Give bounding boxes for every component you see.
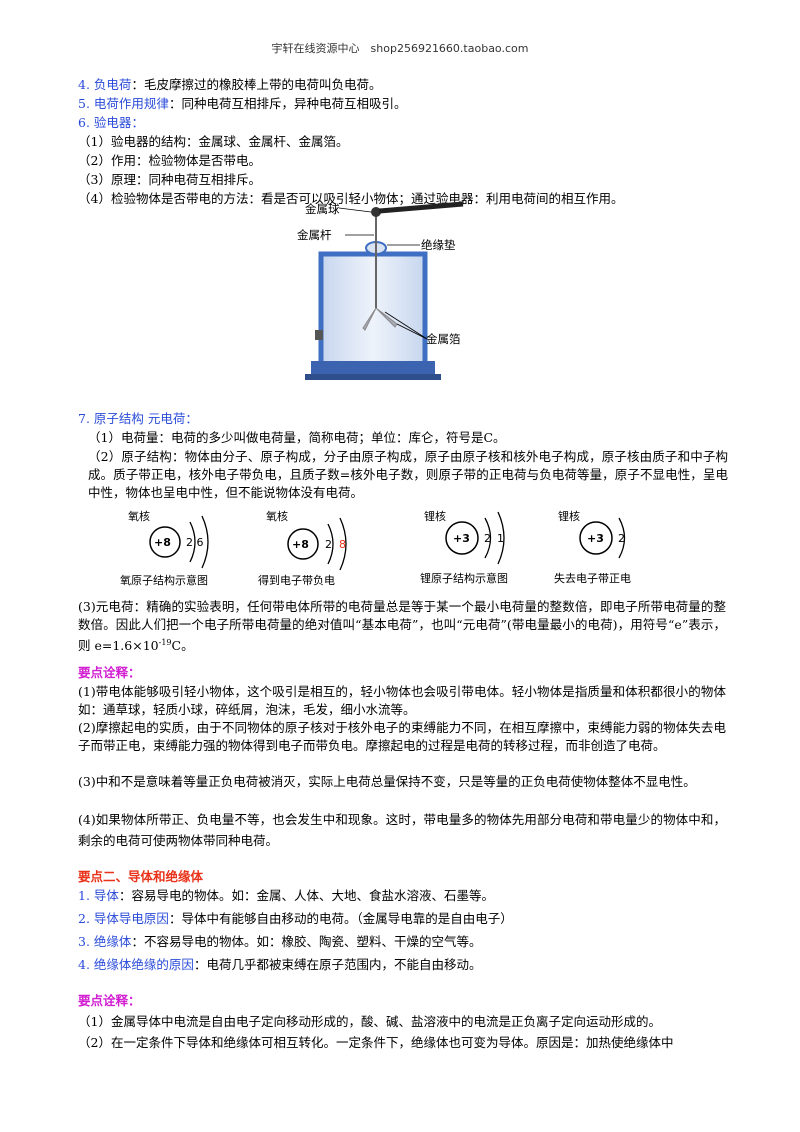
item-electroscope: 6. 验电器：	[78, 114, 144, 132]
item-term: 电荷作用规律	[93, 96, 169, 111]
nucleus-label: 锂核	[558, 509, 580, 523]
electroscope-use: （2）作用：检验物体是否带电。	[78, 153, 261, 168]
atom-structure-paragraph: （2）原子结构：物体由分子、原子构成，分子由原子构成，原子由原子核和核外电子构成…	[88, 449, 728, 500]
item-term: 绝缘体	[93, 934, 132, 949]
item-text: ：电荷几乎都被束缚在原子范围内，不能自由移动。	[193, 957, 482, 972]
item-number: 5.	[78, 96, 90, 111]
base	[311, 361, 435, 377]
item-term: 导体	[93, 888, 119, 903]
foil-right	[375, 307, 398, 328]
charge-quantity: （1）电荷量：电荷的多少叫做电荷量，简称电荷；单位：库仑，符号是C。	[88, 430, 506, 445]
nucleus-charge: +8	[292, 538, 309, 551]
label-metal-foil: 金属箔	[426, 332, 461, 346]
glass-case	[318, 251, 428, 367]
item-term: 验电器	[93, 115, 132, 130]
shell-electrons: 2	[325, 538, 332, 551]
note-4: (4)如果物体所带正、负电量不等，也会发生中和现象。这时，带电量多的物体先用部分…	[78, 812, 726, 848]
atom-diagram-oxygen-ion	[287, 517, 347, 571]
concept-conductor: 1. 导体：容易导电的物体。如：金属、人体、大地、食盐水溶液、石墨等。	[78, 887, 494, 905]
item-term: 原子结构 元电荷	[93, 411, 186, 426]
notes-title: 要点诠释：	[78, 665, 141, 680]
electroscope-principle: （3）原理：同种电荷互相排斥。	[78, 172, 261, 187]
concept-insulation-reason: 4. 绝缘体绝缘的原因：电荷几乎都被束缚在原子范围内，不能自由移动。	[78, 956, 481, 974]
item-number: 2.	[78, 911, 90, 926]
shell-electrons: 2	[484, 532, 491, 545]
shell-electrons: 2 6	[186, 536, 204, 549]
nucleus-label: 锂核	[424, 509, 446, 523]
item-atom-structure: 7. 原子结构 元电荷：	[78, 410, 198, 428]
nucleus-charge: +3	[587, 532, 604, 545]
item-term: 绝缘体绝缘的原因	[93, 957, 194, 972]
label-metal-ball: 金属球	[305, 202, 340, 216]
item-number: 7.	[78, 411, 90, 426]
note-1: (1)带电体能够吸引轻小物体，这个吸引是相互的，轻小物体也会吸引带电体。轻小物体…	[78, 684, 726, 717]
shell-electrons-gained: 8	[339, 538, 346, 551]
nucleus-label: 氧核	[266, 509, 288, 523]
shell-electrons-outer: 1	[497, 532, 504, 545]
atom-diagram-oxygen	[149, 515, 209, 569]
page-header: 宇轩在线资源中心 shop256921660.taobao.com	[271, 42, 529, 55]
metal-ball	[371, 207, 381, 217]
shell-electrons: 2	[618, 532, 625, 545]
knob	[315, 330, 323, 340]
item-number: 4.	[78, 957, 90, 972]
item-charge-law: 5. 电荷作用规律：同种电荷互相排斥，异种电荷互相吸引。	[78, 95, 406, 113]
foil-left	[362, 307, 377, 331]
item-text: ：容易导电的物体。如：金属、人体、大地、食盐水溶液、石墨等。	[118, 888, 494, 903]
note-2: (2)摩擦起电的实质，由于不同物体的原子核对于核外电子的束缚能力不同，在相互摩擦…	[78, 720, 726, 753]
electroscope-method: （4）检验物体是否带电的方法：看是否可以吸引轻小物体；通过验电器：利用电荷间的相…	[78, 191, 624, 206]
nucleus-charge: +3	[453, 532, 470, 545]
elementary-charge-text: (3)元电荷：精确的实验表明，任何带电体所带的电荷量总是等于某一个最小电荷量的整…	[78, 599, 726, 654]
section-title: 要点二、导体和绝缘体	[78, 869, 204, 884]
item-number: 6.	[78, 115, 90, 130]
concept-insulator: 3. 绝缘体：不容易导电的物体。如：橡胶、陶瓷、塑料、干燥的空气等。	[78, 933, 481, 951]
diagram-caption: 失去电子带正电	[554, 572, 631, 585]
exponent: -19	[158, 638, 172, 647]
note-3: (3)中和不是意味着等量正负电荷被消灭，实际上电荷总量保持不变，只是等量的正负电…	[78, 774, 696, 789]
atom-diagram-lithium-ion	[579, 517, 626, 559]
rod-handle	[378, 201, 464, 214]
item-text: ：同种电荷互相排斥，异种电荷互相吸引。	[168, 96, 407, 111]
item-text: ：	[131, 115, 144, 130]
item-negative-charge: 4. 负电荷：毛皮摩擦过的橡胶棒上带的电荷叫负电荷。	[78, 76, 381, 94]
atom-diagrams: 氧核 +8 2 6 氧原子结构示意图 氧核 +8 2 8 得到电子带负电 锂核 …	[120, 509, 631, 587]
note-2: （2）在一定条件下导体和绝缘体可相互转化。一定条件下，绝缘体也可变为导体。原因是…	[78, 1035, 674, 1050]
item-term: 负电荷	[93, 77, 132, 92]
electroscope-figure	[305, 201, 464, 380]
diagram-caption: 氧原子结构示意图	[120, 573, 208, 587]
label-metal-rod: 金属杆	[297, 228, 332, 242]
concept-conduction-reason: 2. 导体导电原因：导体中有能够自由移动的电荷。（金属导电靠的是自由电子）	[78, 910, 513, 928]
elementary-charge-unit: C。	[171, 638, 194, 654]
label-insulating-pad: 绝缘垫	[421, 238, 456, 252]
electroscope-structure: （1）验电器的结构：金属球、金属杆、金属箔。	[78, 134, 349, 149]
base-bottom	[305, 374, 441, 380]
diagram-caption: 锂原子结构示意图	[420, 571, 508, 585]
diagram-caption: 得到电子带负电	[258, 573, 335, 587]
atom-diagram-lithium	[445, 511, 505, 565]
item-text: ：导体中有能够自由移动的电荷。（金属导电靠的是自由电子）	[168, 911, 513, 926]
nucleus-charge: +8	[154, 536, 171, 549]
note-1: （1）金属导体中电流是自由电子定向移动形成的，酸、碱、盐溶液中的电流是正负离子定…	[78, 1014, 661, 1029]
item-text: ：毛皮摩擦过的橡胶棒上带的电荷叫负电荷。	[131, 77, 382, 92]
item-text: ：不容易导电的物体。如：橡胶、陶瓷、塑料、干燥的空气等。	[131, 934, 482, 949]
item-number: 1.	[78, 888, 90, 903]
item-number: 3.	[78, 934, 90, 949]
item-number: 4.	[78, 77, 90, 92]
item-text: ：	[185, 411, 198, 426]
nucleus-label: 氧核	[128, 509, 150, 523]
elementary-charge-paragraph: (3)元电荷：精确的实验表明，任何带电体所带的电荷量总是等于某一个最小电荷量的整…	[78, 598, 726, 655]
notes-title: 要点诠释：	[78, 993, 141, 1008]
item-term: 导体导电原因	[93, 911, 169, 926]
